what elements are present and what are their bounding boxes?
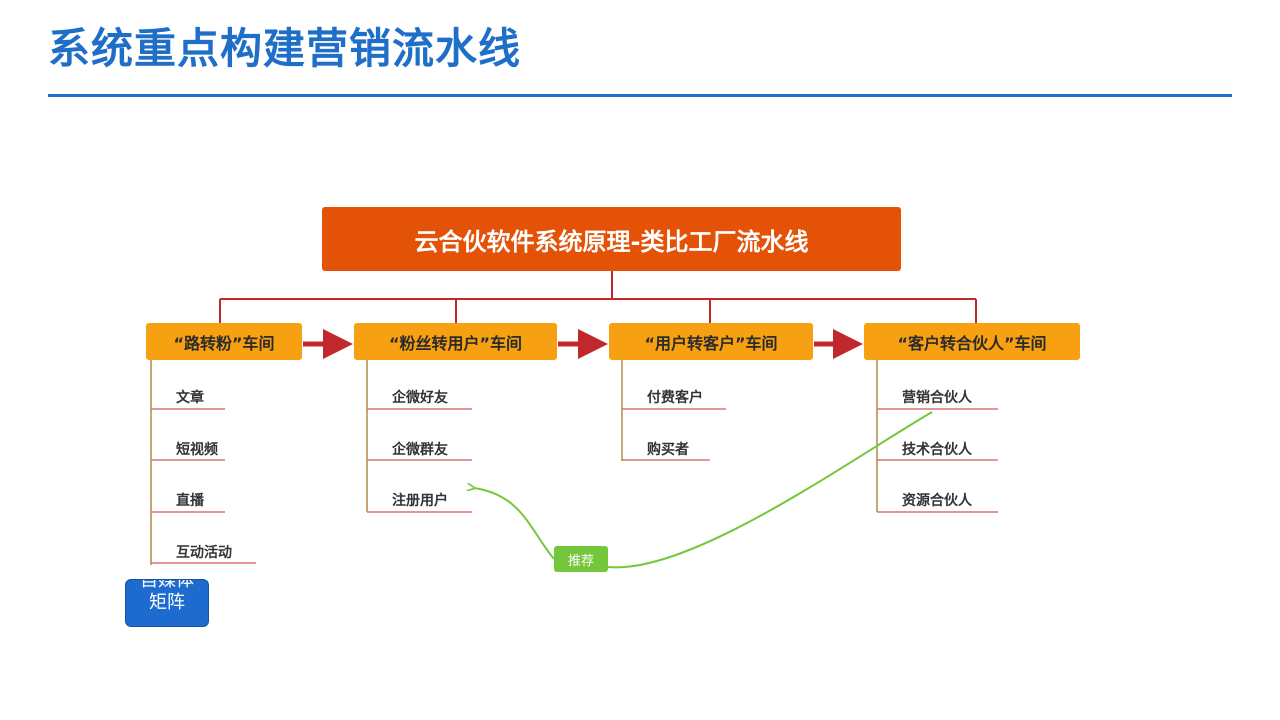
recommend-tag: 推荐: [554, 546, 608, 572]
title-divider: [48, 94, 1232, 97]
branch-item-resource-partner: 资源合伙人: [902, 493, 972, 509]
media-matrix-box[interactable]: 自媒体矩阵: [125, 579, 209, 627]
workshop-customer-to-partner: “客户转合伙人”车间: [864, 323, 1080, 360]
page-title: 系统重点构建营销流水线: [48, 24, 522, 73]
workshop-road-to-fan: “路转粉”车间: [146, 323, 302, 360]
branch-item-buyer: 购买者: [647, 442, 689, 458]
workshop-user-to-customer: “用户转客户”车间: [609, 323, 813, 360]
recommend-curves: [474, 411, 933, 569]
header-connector: [219, 271, 977, 323]
branch-item-short-video: 短视频: [176, 442, 218, 458]
workshop-fan-to-user: “粉丝转用户”车间: [354, 323, 557, 360]
recommend-curve-to-user: [474, 488, 555, 560]
diagram-title: 云合伙软件系统原理-类比工厂流水线: [322, 207, 901, 271]
branch-item-paying-customer: 付费客户: [647, 390, 703, 406]
branch-item-wecom-group: 企微群友: [392, 442, 448, 458]
media-matrix-label: 自媒体矩阵: [140, 579, 194, 613]
branch-item-registered-user: 注册用户: [392, 493, 448, 509]
item-underlines: [151, 408, 998, 564]
branch-item-marketing-partner: 营销合伙人: [902, 390, 972, 406]
branch-item-interactive-activity: 互动活动: [176, 545, 232, 561]
branch-trunks: [150, 360, 878, 565]
branch-item-wecom-friend: 企微好友: [392, 390, 448, 406]
recommend-curve-from-partner: [607, 411, 933, 569]
branch-item-live: 直播: [176, 493, 204, 509]
branch-item-tech-partner: 技术合伙人: [902, 442, 972, 458]
branch-item-article: 文章: [176, 390, 204, 406]
